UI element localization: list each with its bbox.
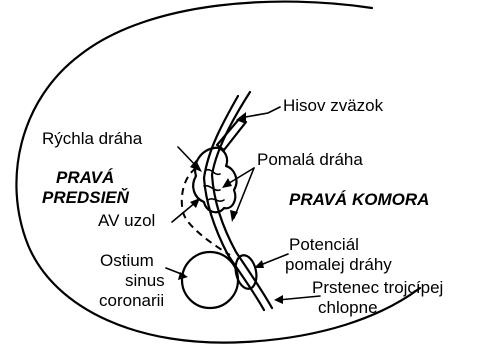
label-potencial-line1: Potenciál <box>289 235 359 254</box>
label-prstenec-line2: chlopne <box>318 298 378 317</box>
label-potencial-line2: pomalej dráhy <box>285 255 392 274</box>
label-rychla-draha: Rýchla dráha <box>42 129 143 148</box>
label-prava-komora: PRAVÁ KOMORA <box>289 190 429 209</box>
av-node <box>193 148 236 213</box>
label-av-uzol: AV uzol <box>98 211 155 230</box>
label-hisov-zvazok: Hisov zväzok <box>283 96 384 115</box>
label-prstenec-line1: Prstenec trojcípej <box>312 278 443 297</box>
ostium-circle <box>182 252 238 308</box>
label-ostium-line1: Ostium <box>100 251 154 270</box>
label-prava-predsien-line2: PREDSIEŇ <box>42 188 130 207</box>
label-ostium-line2: sinus <box>125 271 165 290</box>
label-prava-predsien-line1: PRAVÁ <box>56 168 114 187</box>
label-pomala-draha: Pomalá dráha <box>257 150 363 169</box>
label-ostium-line3: coronarii <box>99 291 164 310</box>
